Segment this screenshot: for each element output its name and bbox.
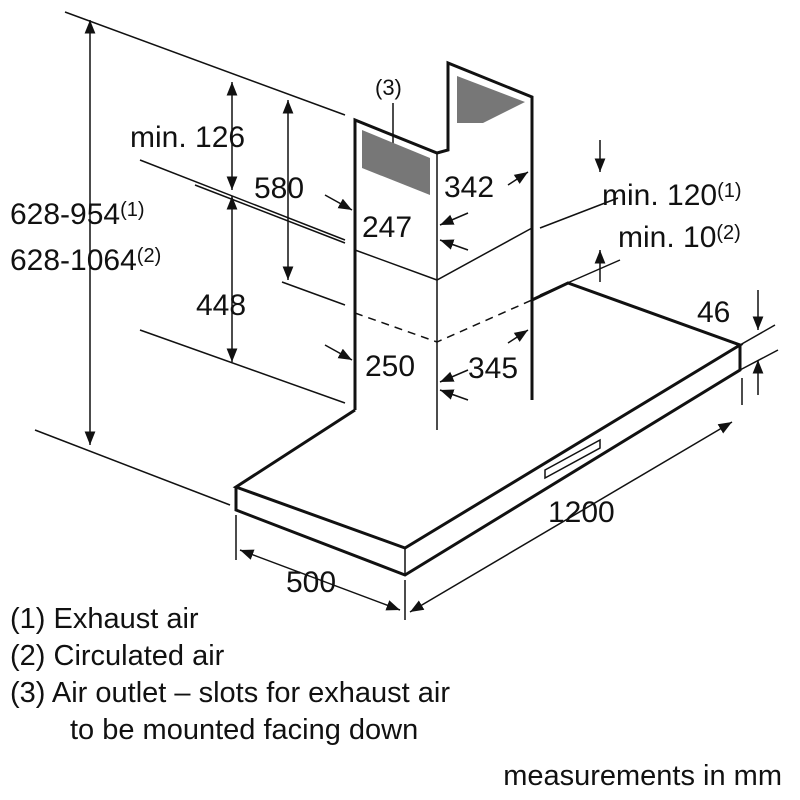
dim-1200-label: 1200 — [548, 496, 615, 529]
dim-448-label: 448 — [196, 289, 246, 322]
chimney — [353, 60, 534, 430]
control-panel — [544, 438, 601, 480]
measurements-unit-note: measurements in mm — [503, 760, 782, 792]
dim-628-954-label: 628-954(1) — [10, 198, 145, 231]
dim-628-1064-label: 628-1064(2) — [10, 244, 161, 277]
legend-item: (2) Circulated air — [10, 640, 225, 672]
dim-580-label: 580 — [254, 172, 304, 205]
legend: (1) Exhaust air (2) Circulated air (3) A… — [10, 603, 450, 746]
dim-46-label: 46 — [697, 296, 730, 329]
min-10-label: min. 10(2) — [618, 221, 741, 254]
dimension-lines — [84, 20, 764, 613]
min-126-label: min. 126 — [130, 121, 245, 154]
min-120-label: min. 120(1) — [602, 179, 742, 212]
legend-item: (1) Exhaust air — [10, 603, 199, 635]
legend-item: to be mounted facing down — [70, 714, 418, 746]
dim-342-label: 342 — [444, 171, 494, 204]
dim-250-label: 250 — [365, 350, 415, 383]
hood-canopy — [232, 281, 744, 577]
dim-247-label: 247 — [362, 211, 412, 244]
air-outlet-slots-front — [362, 130, 430, 195]
legend-item: (3) Air outlet – slots for exhaust air — [10, 677, 450, 709]
extension-lines — [34, 11, 779, 620]
dim-345-label: 345 — [468, 352, 518, 385]
air-outlet-ref-label: (3) — [375, 75, 402, 100]
dim-500-label: 500 — [286, 566, 336, 599]
air-outlet-slots-back — [457, 76, 525, 123]
